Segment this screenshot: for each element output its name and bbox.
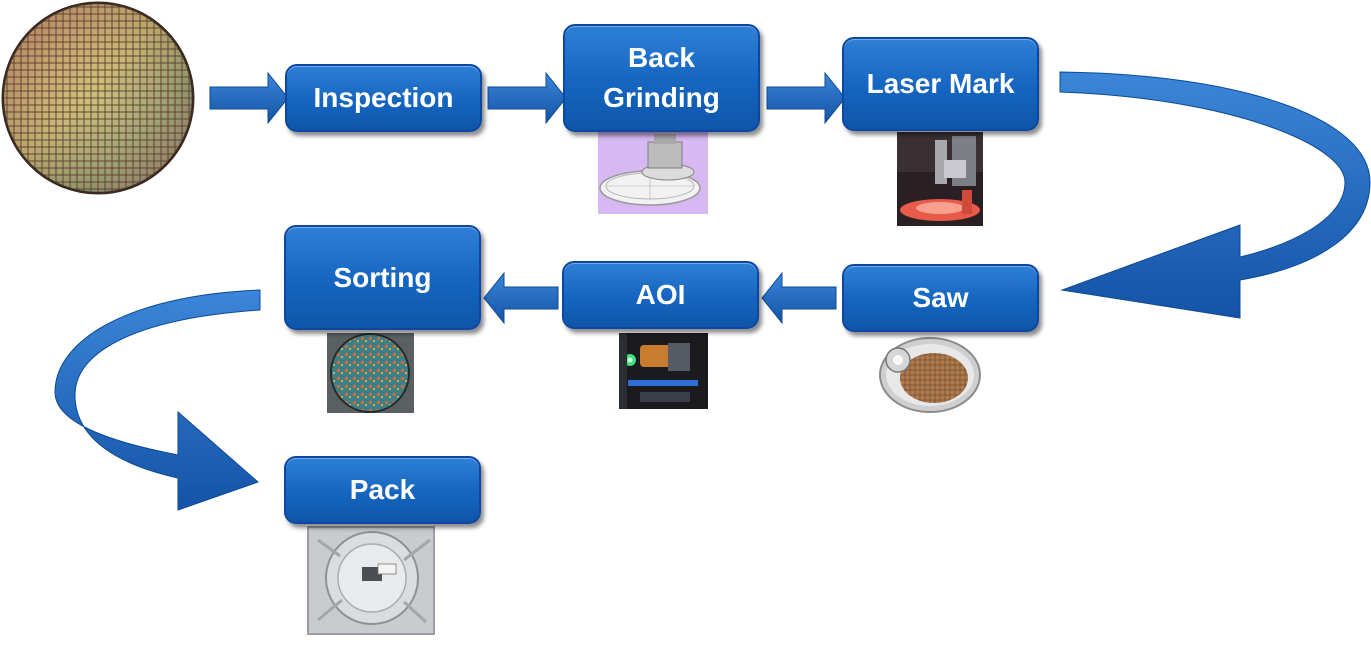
step-back-grinding-line1: Back — [628, 42, 695, 73]
step-pack: Pack — [284, 456, 481, 524]
step-back-grinding-line2: Grinding — [603, 82, 720, 113]
step-laser-mark: Laser Mark — [842, 37, 1039, 131]
step-aoi: AOI — [562, 261, 759, 329]
step-saw: Saw — [842, 264, 1039, 332]
curved-arrow-laser-mark-to-saw — [1059, 71, 1371, 319]
saw-image — [879, 337, 981, 413]
step-sorting-label: Sorting — [333, 261, 432, 293]
arrow-back-grinding-to-laser-mark — [766, 71, 846, 125]
step-aoi-label: AOI — [635, 279, 686, 310]
step-back-grinding: Back Grinding — [563, 24, 760, 132]
curved-arrow-sorting-to-pack — [54, 289, 261, 511]
laser-mark-image — [897, 132, 983, 226]
step-inspection: Inspection — [285, 64, 482, 132]
arrow-inspection-to-back-grinding — [487, 71, 567, 125]
back-grinding-image — [598, 132, 708, 214]
wafer-image — [1, 1, 195, 195]
arrow-aoi-to-sorting — [483, 271, 559, 325]
arrow-wafer-to-inspection — [209, 71, 289, 125]
step-inspection-label: Inspection — [313, 82, 454, 113]
sorting-image — [327, 333, 414, 413]
aoi-image — [619, 333, 708, 409]
step-pack-label: Pack — [349, 474, 416, 505]
step-saw-label: Saw — [912, 282, 969, 313]
pack-image — [307, 526, 435, 635]
step-laser-mark-label: Laser Mark — [866, 68, 1015, 99]
arrow-saw-to-aoi — [761, 271, 837, 325]
step-sorting: Sorting — [284, 225, 481, 330]
